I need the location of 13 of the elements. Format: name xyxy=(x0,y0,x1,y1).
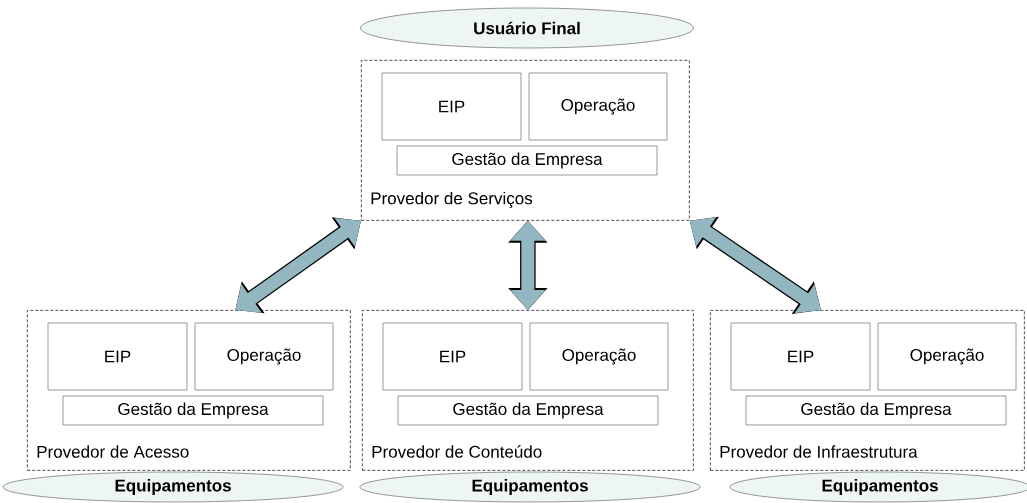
component-box: Gestão da Empresa xyxy=(745,395,1007,426)
component-box: EIP xyxy=(382,322,523,391)
component-box: EIP xyxy=(381,72,522,141)
component-box: Operação xyxy=(528,72,668,141)
component-box: Gestão da Empresa xyxy=(397,395,659,426)
double-arrow xyxy=(235,217,361,314)
component-box: Gestão da Empresa xyxy=(62,395,324,426)
component-box: EIP xyxy=(730,322,871,391)
component-box: Operação xyxy=(529,322,669,391)
component-box: Gestão da Empresa xyxy=(396,145,658,176)
component-box: Operação xyxy=(877,322,1017,391)
component-box: Operação xyxy=(194,322,334,391)
component-box: EIP xyxy=(47,322,188,391)
